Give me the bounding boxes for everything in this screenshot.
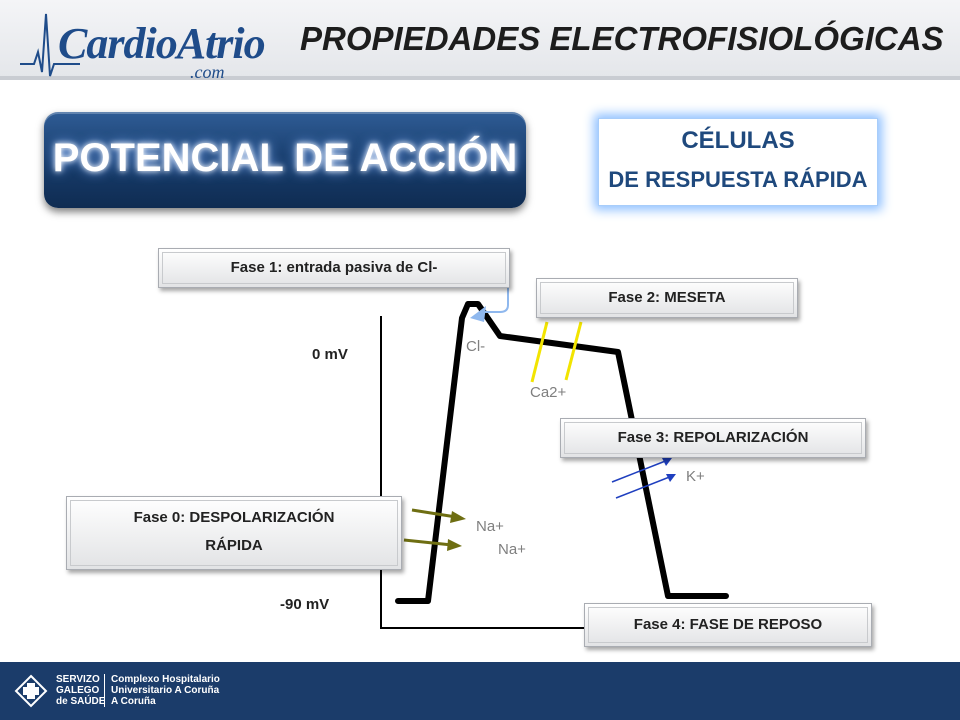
phase3-label: Fase 3: REPOLARIZACIÓN bbox=[560, 418, 866, 458]
cell-type-line2: DE RESPUESTA RÁPIDA bbox=[608, 167, 868, 192]
page-title: PROPIEDADES ELECTROFISIOLÓGICAS bbox=[300, 20, 944, 57]
k-ion-label: K+ bbox=[686, 468, 705, 485]
phase0-label-line1: Fase 0: DESPOLARIZACIÓN bbox=[133, 509, 335, 526]
main-title-banner: POTENCIAL DE ACCIÓN bbox=[44, 112, 526, 208]
cl-arrow-icon bbox=[470, 306, 486, 322]
phase4-label: Fase 4: FASE DE REPOSO bbox=[584, 603, 872, 647]
phase1-label: Fase 1: entrada pasiva de Cl- bbox=[158, 248, 510, 288]
k-arrow-1 bbox=[611, 459, 669, 483]
main-title-text: POTENCIAL DE ACCIÓN bbox=[52, 136, 518, 180]
na-ion-label-1: Na+ bbox=[476, 518, 504, 535]
ca-ion-label: Ca2+ bbox=[530, 384, 567, 401]
na-arrow-2 bbox=[403, 538, 453, 547]
k-arrow-2-head bbox=[666, 474, 676, 482]
na-arrow-2-head bbox=[447, 539, 462, 551]
cardioatrio-logo: CardioAtrio .com bbox=[20, 12, 280, 82]
header-bar bbox=[0, 0, 960, 78]
hospital-line1: Complexo Hospitalario bbox=[111, 674, 220, 685]
rest-mv-label: -90 mV bbox=[280, 596, 330, 613]
phase2-label: Fase 2: MESETA bbox=[536, 278, 798, 318]
logo-text: CardioAtrio bbox=[58, 19, 266, 68]
sergas-name: SERVIZO GALEGO de SAÚDE bbox=[56, 674, 105, 707]
sergas-line2: GALEGO bbox=[56, 685, 100, 696]
hospital-line3: A Coruña bbox=[111, 696, 156, 707]
cl-connector bbox=[480, 288, 509, 313]
ca-arrow-2 bbox=[564, 321, 583, 381]
phase0-label-line2: RÁPIDA bbox=[205, 537, 263, 554]
cl-ion-label: Cl- bbox=[466, 338, 486, 355]
axis-lines bbox=[380, 316, 584, 629]
phase0-label: Fase 0: DESPOLARIZACIÓN RÁPIDA bbox=[66, 496, 402, 570]
k-arrow-1-head bbox=[662, 458, 672, 466]
hospital-name: Complexo Hospitalario Universitario A Co… bbox=[104, 674, 220, 707]
sergas-line3: de SAÚDE bbox=[56, 696, 106, 707]
na-arrow-1 bbox=[411, 508, 457, 519]
cell-type-box: CÉLULAS DE RESPUESTA RÁPIDA bbox=[598, 118, 878, 206]
k-arrow-2 bbox=[615, 475, 673, 499]
footer-bar: SERVIZO GALEGO de SAÚDE Complexo Hospita… bbox=[0, 662, 960, 720]
action-potential-curve bbox=[395, 301, 729, 604]
sergas-line1: SERVIZO bbox=[56, 674, 100, 685]
sergas-cross-icon bbox=[14, 674, 48, 708]
na-ion-label-2: Na+ bbox=[498, 541, 526, 558]
header-divider bbox=[0, 76, 960, 80]
logo-domain: .com bbox=[190, 62, 225, 82]
na-arrow-1-head bbox=[450, 511, 466, 523]
cell-type-line1: CÉLULAS bbox=[681, 127, 795, 154]
hospital-line2: Universitario A Coruña bbox=[111, 685, 220, 696]
zero-mv-label: 0 mV bbox=[312, 346, 348, 363]
ecg-trace-icon bbox=[20, 13, 80, 77]
ca-arrow-1 bbox=[530, 321, 549, 383]
